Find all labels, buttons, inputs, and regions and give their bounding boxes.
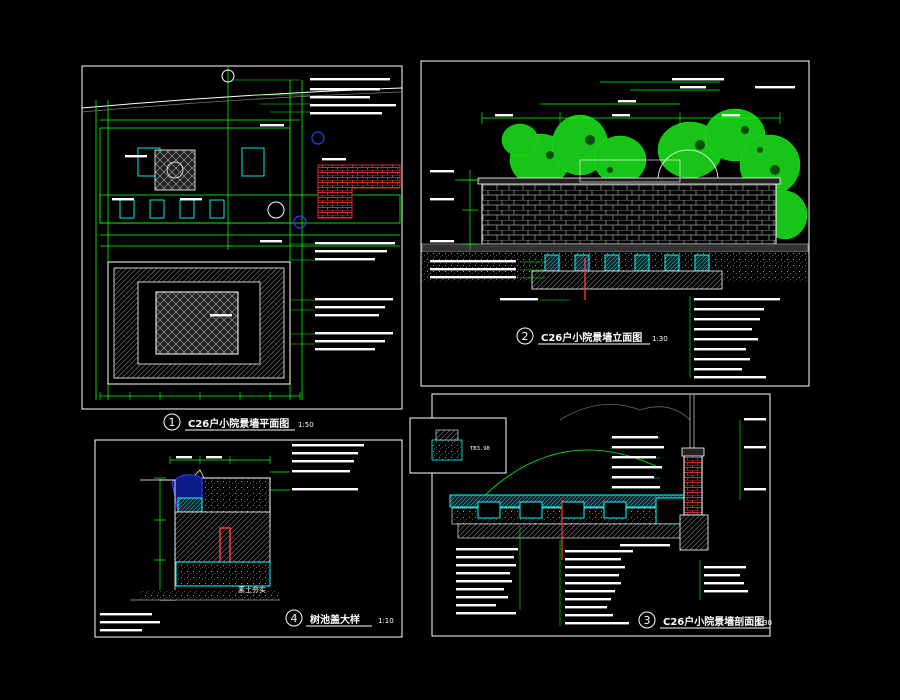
panel-1-number: 1 [169, 416, 176, 429]
panel-2-elevation: 2 C26户小院景墙立面图 1:30 [420, 60, 810, 387]
panel-4-number: 4 [291, 612, 298, 625]
panel-3-section: TB3.98 [409, 393, 772, 637]
panel-3-number: 3 [644, 614, 651, 627]
panel-4-number-circle [285, 609, 303, 627]
panel-2-number: 2 [522, 330, 529, 343]
panel-1-number-circle [163, 413, 181, 431]
panel-2-frame [420, 60, 810, 387]
panel-4-note: 素土夯实 [238, 585, 266, 594]
panel-2-scale: 1:30 [652, 335, 668, 343]
panel-2-title: C26户小院景墙立面图 [541, 331, 642, 344]
panel-4-frame [94, 439, 403, 638]
panel-4-title: 树池盖大样 [310, 613, 360, 626]
panel-3-title: C26户小院景墙剖面图 [663, 615, 764, 628]
panel-1-title: C26户小院景墙平面图 [188, 417, 289, 430]
panel-1-scale: 1:50 [298, 421, 314, 429]
panel-1-plan: 1 C26户小院景墙平面图 1:50 [81, 65, 403, 431]
panel-3-number-circle [638, 611, 656, 629]
panel-3-inset-label: TB3.98 [470, 446, 490, 452]
panel-4-detail: 素土夯实 4 树池盖大样 1:10 [94, 439, 403, 638]
panel-3-frame [431, 393, 771, 637]
panel-3-scale: 1:30 [756, 619, 772, 627]
panel-4-scale: 1:10 [378, 617, 394, 625]
panel-2-number-circle [516, 327, 534, 345]
panel-1-frame [81, 65, 403, 410]
panel-3-inset [409, 417, 507, 474]
